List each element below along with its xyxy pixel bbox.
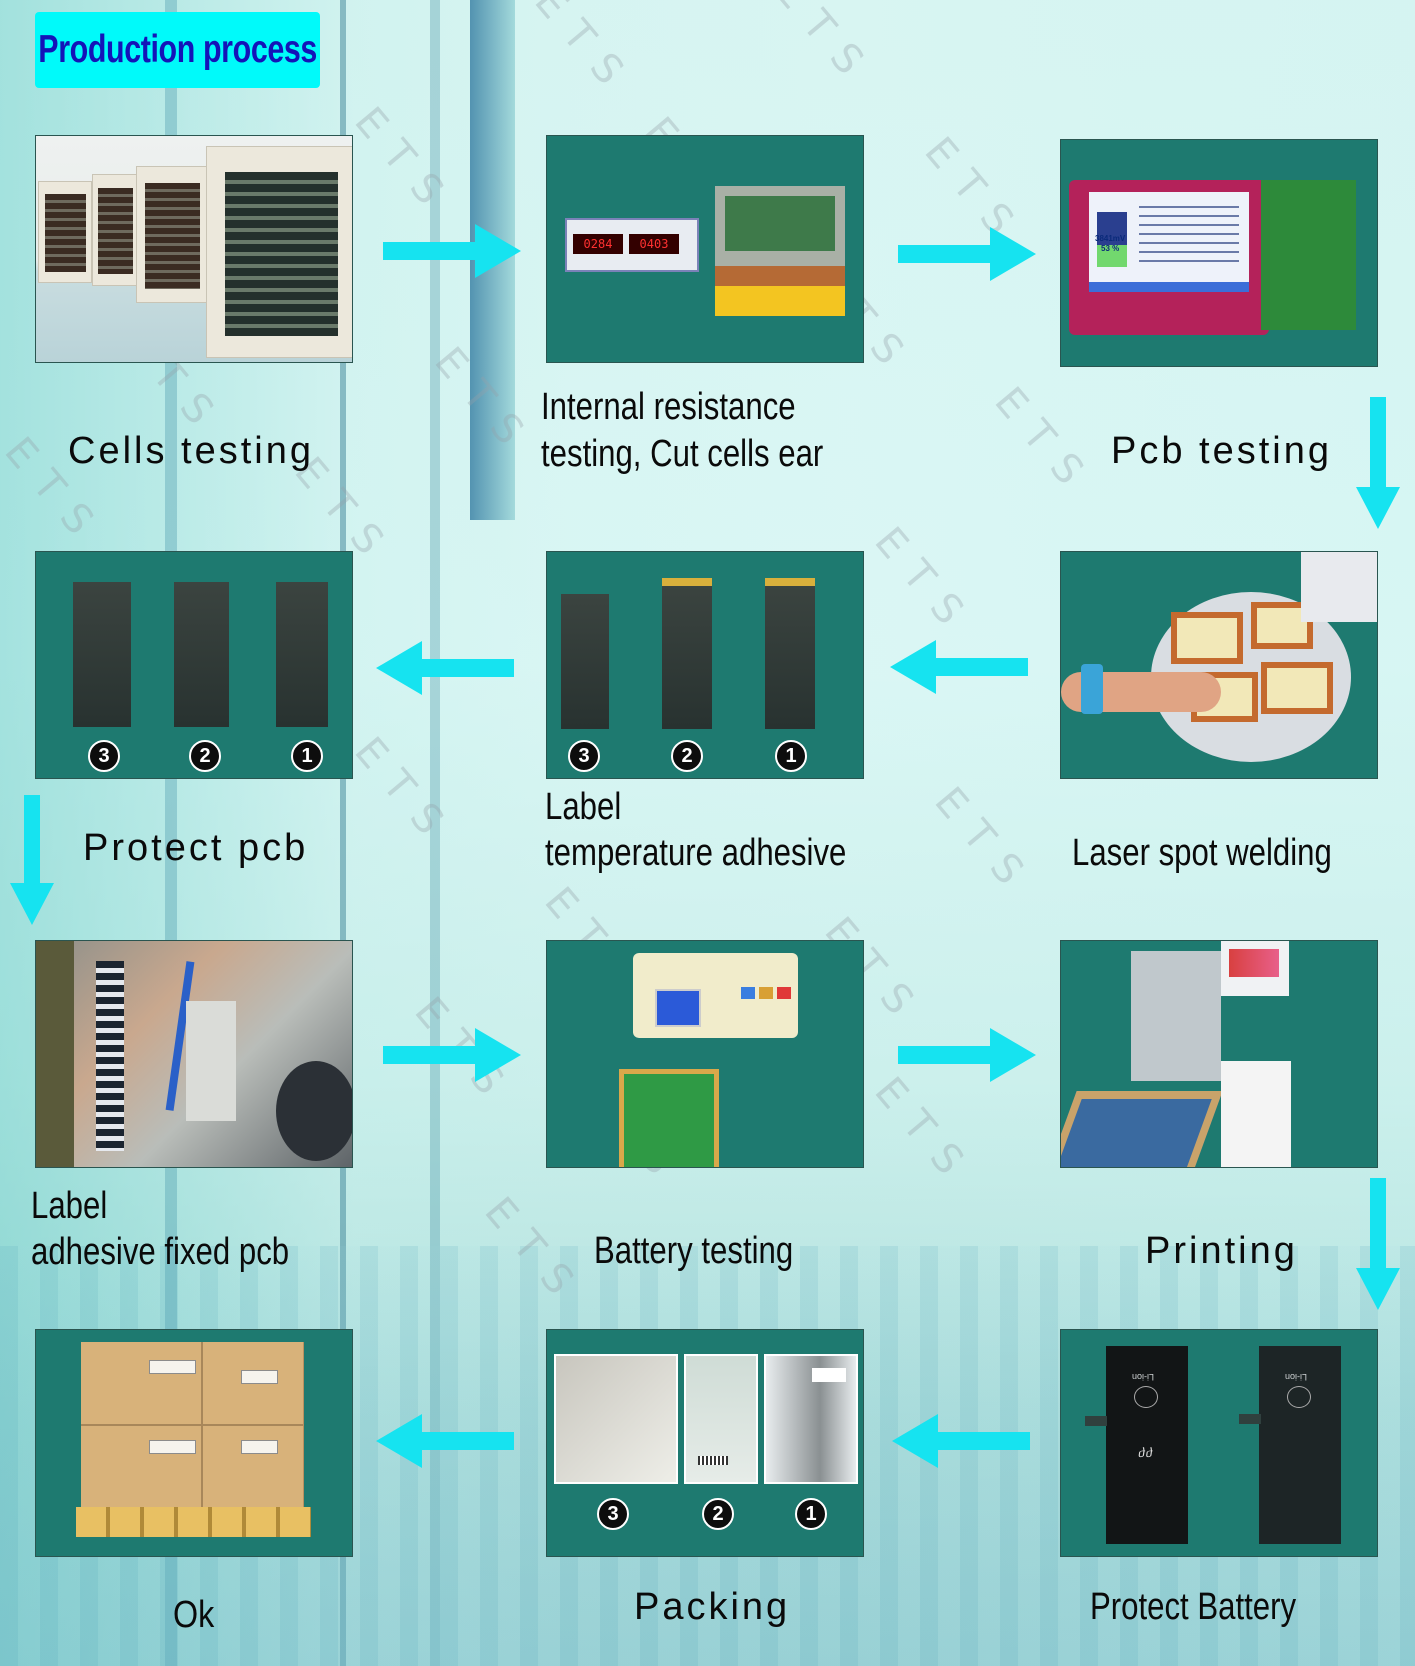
testing-rack	[38, 181, 92, 283]
step-5-photo-temp-label-cells: 3 2 1	[546, 551, 864, 779]
arrow-left-icon	[376, 641, 514, 695]
watermark: ETS	[865, 1068, 984, 1198]
packing-sleeve	[684, 1354, 758, 1484]
watermark: ETS	[865, 518, 984, 648]
page-title-badge: Production process	[35, 12, 320, 88]
step-12-label: Ok	[173, 1594, 215, 1636]
step-3-photo-pcb-tester: 3841mV 53 %	[1060, 139, 1378, 367]
step-8-label: Battery testing	[594, 1230, 794, 1272]
battery-cell	[174, 582, 229, 727]
marker-2: 2	[702, 1498, 734, 1530]
step-11-label: Packing	[634, 1586, 791, 1628]
cardboard-boxes	[81, 1342, 304, 1507]
battery-label: Li-ion	[1285, 1372, 1308, 1382]
marker-1: 1	[291, 740, 323, 772]
arrow-right-icon	[898, 227, 1036, 281]
control-panel	[1221, 941, 1289, 996]
screen-percent: 53 %	[1101, 244, 1120, 253]
tester-box	[633, 953, 798, 1038]
step-3-label: Pcb testing	[1111, 430, 1332, 472]
step-1-label: Cells testing	[68, 430, 314, 472]
step-6-photo-protected-cells: 3 2 1	[35, 551, 353, 779]
arrow-down-icon	[1356, 1178, 1400, 1310]
tester-device: 3841mV 53 %	[1069, 180, 1269, 335]
testing-rack	[92, 174, 138, 286]
marker-2: 2	[671, 740, 703, 772]
arrow-down-icon	[10, 795, 54, 925]
step-5-label-line2: temperature adhesive	[545, 832, 847, 874]
arrow-left-icon	[892, 1414, 1030, 1468]
battery-cell	[662, 584, 712, 729]
page-title: Production process	[38, 28, 317, 71]
screen-voltage: 3841mV	[1095, 234, 1126, 243]
step-2-label-line1: Internal resistance	[541, 386, 796, 428]
marker-2: 2	[189, 740, 221, 772]
step-1-photo-cell-testing-racks	[35, 135, 353, 363]
step-7-label-line2: adhesive fixed pcb	[31, 1231, 290, 1273]
background-pillar	[340, 0, 346, 1666]
arrow-right-icon	[383, 224, 521, 278]
marker-1: 1	[775, 740, 807, 772]
watermark: ETS	[345, 728, 464, 858]
marker-1: 1	[795, 1498, 827, 1530]
step-10-label: Protect Battery	[1090, 1586, 1297, 1628]
marker-3: 3	[568, 740, 600, 772]
battery: Li-ion ⴛⴛ	[1106, 1346, 1188, 1544]
packing-sleeve	[764, 1354, 858, 1484]
watermark: ETS	[525, 0, 644, 108]
background-pillar	[165, 0, 177, 1666]
pcb-board	[1261, 180, 1356, 330]
arrow-left-icon	[376, 1414, 514, 1468]
step-7-photo-labeling-machine	[35, 940, 353, 1168]
step-5-label-line1: Label	[545, 786, 622, 828]
battery: Li-ion	[1259, 1346, 1341, 1544]
battery-cell	[276, 582, 328, 727]
packing-sleeve	[554, 1354, 678, 1484]
step-11-photo-packing-sleeves: 3 2 1	[546, 1329, 864, 1557]
testing-rack	[136, 166, 208, 303]
test-pcb	[619, 1069, 719, 1167]
arrow-down-icon	[1356, 397, 1400, 529]
step-4-photo-laser-welding	[1060, 551, 1378, 779]
display-left: 0284	[573, 234, 623, 254]
step-10-photo-finished-batteries: Li-ion ⴛⴛ Li-ion	[1060, 1329, 1378, 1557]
arrow-right-icon	[383, 1028, 521, 1082]
cutting-fixture	[715, 186, 845, 316]
arrow-left-icon	[890, 640, 1028, 694]
step-6-label: Protect pcb	[83, 827, 309, 869]
step-9-label: Printing	[1145, 1230, 1298, 1272]
marker-3: 3	[88, 740, 120, 772]
battery-label: Li-ion	[1132, 1372, 1155, 1382]
battery-cell	[561, 594, 609, 729]
tester-unit: 0284 0403	[565, 218, 699, 272]
watermark: ETS	[925, 778, 1044, 908]
step-2-photo-resistance-tester: 0284 0403	[546, 135, 864, 363]
wooden-pallet	[76, 1507, 311, 1537]
background-pillar	[430, 0, 440, 1666]
step-7-label-line1: Label	[31, 1185, 108, 1227]
watermark: ETS	[345, 98, 464, 228]
marker-3: 3	[597, 1498, 629, 1530]
testing-rack	[206, 146, 352, 358]
display-right: 0403	[629, 234, 679, 254]
watermark: ETS	[985, 378, 1104, 508]
step-4-label: Laser spot welding	[1072, 832, 1332, 874]
tester-screen: 3841mV 53 %	[1089, 192, 1249, 292]
step-12-photo-boxed-pallet	[35, 1329, 353, 1557]
step-9-photo-printing-machine	[1060, 940, 1378, 1168]
arrow-right-icon	[898, 1028, 1036, 1082]
battery-cell	[765, 584, 815, 729]
battery-cell	[73, 582, 131, 727]
step-2-label-line2: testing, Cut cells ear	[541, 433, 824, 475]
step-8-photo-battery-tester	[546, 940, 864, 1168]
watermark: ETS	[765, 0, 884, 98]
